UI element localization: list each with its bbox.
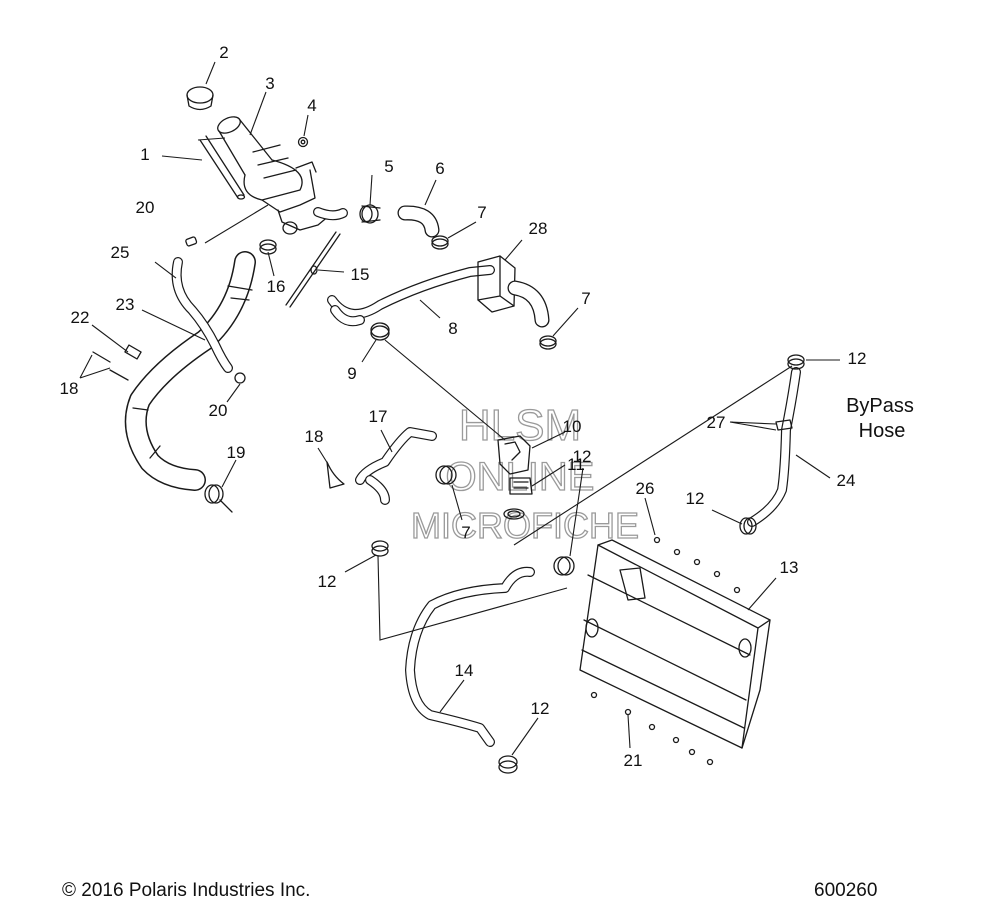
callout-8: 8 — [448, 319, 457, 338]
nut[interactable] — [297, 136, 309, 148]
hose-clamp-12-radiator[interactable] — [553, 556, 575, 576]
bypass-pipe-17[interactable] — [355, 427, 437, 505]
callout-7-upper: 7 — [477, 203, 486, 222]
screws-18[interactable] — [92, 351, 129, 381]
clip-27[interactable] — [775, 419, 793, 431]
callout-15: 15 — [351, 265, 370, 284]
callout-28: 28 — [529, 219, 548, 238]
drawing-number: 600260 — [814, 880, 878, 901]
bypass-hose-note: ByPass Hose — [846, 395, 914, 442]
hose-junction-28[interactable] — [477, 255, 550, 328]
callout-20-upper: 20 — [136, 198, 155, 217]
leader-lines — [79, 61, 840, 756]
hose-clamp-19[interactable] — [204, 484, 233, 513]
callout-21: 21 — [624, 751, 643, 770]
watermark-line-2: ONLINE — [446, 455, 595, 499]
hose-clamp-12-bottom[interactable] — [498, 755, 518, 774]
hose-clamp-9[interactable] — [370, 322, 390, 341]
callout-13: 13 — [780, 558, 799, 577]
hose-clamp-16[interactable] — [259, 239, 277, 255]
callout-11: 11 — [567, 455, 585, 474]
thermostat[interactable] — [509, 477, 533, 495]
callout-2: 2 — [219, 43, 228, 62]
callout-25: 25 — [111, 243, 130, 262]
thermostat-housing[interactable] — [497, 435, 531, 475]
callout-17: 17 — [369, 407, 388, 426]
lower-radiator-hose[interactable] — [405, 566, 535, 747]
hose-clamp-12-left[interactable] — [371, 540, 389, 557]
callout-26: 26 — [636, 479, 655, 498]
callout-4: 4 — [307, 96, 316, 115]
filler-neck[interactable] — [215, 114, 331, 235]
hose-clamp-12-bypass-top[interactable] — [787, 354, 805, 370]
callout-12-radiator: 12 — [573, 447, 592, 466]
callout-3: 3 — [265, 74, 274, 93]
callout-6: 6 — [435, 159, 444, 178]
outlet-elbow[interactable] — [313, 207, 348, 221]
callout-1: 1 — [140, 145, 149, 164]
callout-12-left: 12 — [318, 572, 337, 591]
callout-18-center: 18 — [305, 427, 324, 446]
callout-12-bottom: 12 — [531, 699, 550, 718]
radiator[interactable] — [579, 539, 771, 749]
bypass-note-line-1: ByPass — [846, 395, 914, 417]
watermark-line-1: HLSM — [459, 401, 581, 450]
bypass-hose-24[interactable] — [747, 367, 801, 527]
callout-20-lower: 20 — [209, 401, 228, 420]
callout-18-left: 18 — [60, 379, 79, 398]
copyright-text: © 2016 Polaris Industries Inc. — [62, 880, 311, 901]
callout-23: 23 — [116, 295, 135, 314]
callout-16: 16 — [267, 277, 286, 296]
callout-7-center: 7 — [461, 523, 470, 542]
radiator-screws[interactable] — [590, 536, 741, 766]
watermark-line-3: MICROFICHE — [411, 505, 639, 546]
hose-clamp-7-upper[interactable] — [431, 235, 449, 250]
callout-12-bypass-top: 12 — [848, 349, 867, 368]
hose-clamp-7-center[interactable] — [435, 465, 457, 485]
hose-clamp-7-right[interactable] — [539, 335, 557, 350]
radiator-cap[interactable] — [186, 86, 214, 111]
vent-hose-25[interactable] — [171, 257, 233, 373]
hose-6[interactable] — [397, 205, 440, 238]
plug-20-lower[interactable] — [234, 372, 246, 384]
screw-18-center[interactable] — [326, 461, 345, 489]
callout-numbers: 2 3 4 1 5 6 7 28 7 8 9 10 11 20 25 15 16… — [60, 43, 867, 770]
overflow-tube[interactable] — [199, 135, 246, 200]
thermostat-gasket[interactable] — [503, 508, 525, 520]
hose-clamp-12-bypass-bottom[interactable] — [739, 517, 757, 535]
callout-14: 14 — [455, 661, 474, 680]
callout-10: 10 — [563, 417, 582, 436]
watermark: HLSM ONLINE MICROFICHE — [410, 400, 639, 546]
plug-20-upper[interactable] — [185, 236, 198, 247]
radiator-hose-23[interactable] — [124, 251, 256, 491]
clip-22[interactable] — [124, 344, 142, 360]
callout-27: 27 — [707, 413, 726, 432]
callout-24: 24 — [837, 471, 856, 490]
callout-5: 5 — [384, 157, 393, 176]
callout-7-right: 7 — [581, 289, 590, 308]
cable-tie[interactable] — [285, 231, 341, 308]
hose-clamp-5[interactable] — [359, 204, 381, 224]
callout-19: 19 — [227, 443, 246, 462]
bypass-note-line-2: Hose — [859, 420, 906, 442]
callout-9: 9 — [347, 364, 356, 383]
callout-12-bypass-bottom: 12 — [686, 489, 705, 508]
coolant-hose-8[interactable] — [327, 265, 495, 327]
callout-22: 22 — [71, 308, 90, 327]
